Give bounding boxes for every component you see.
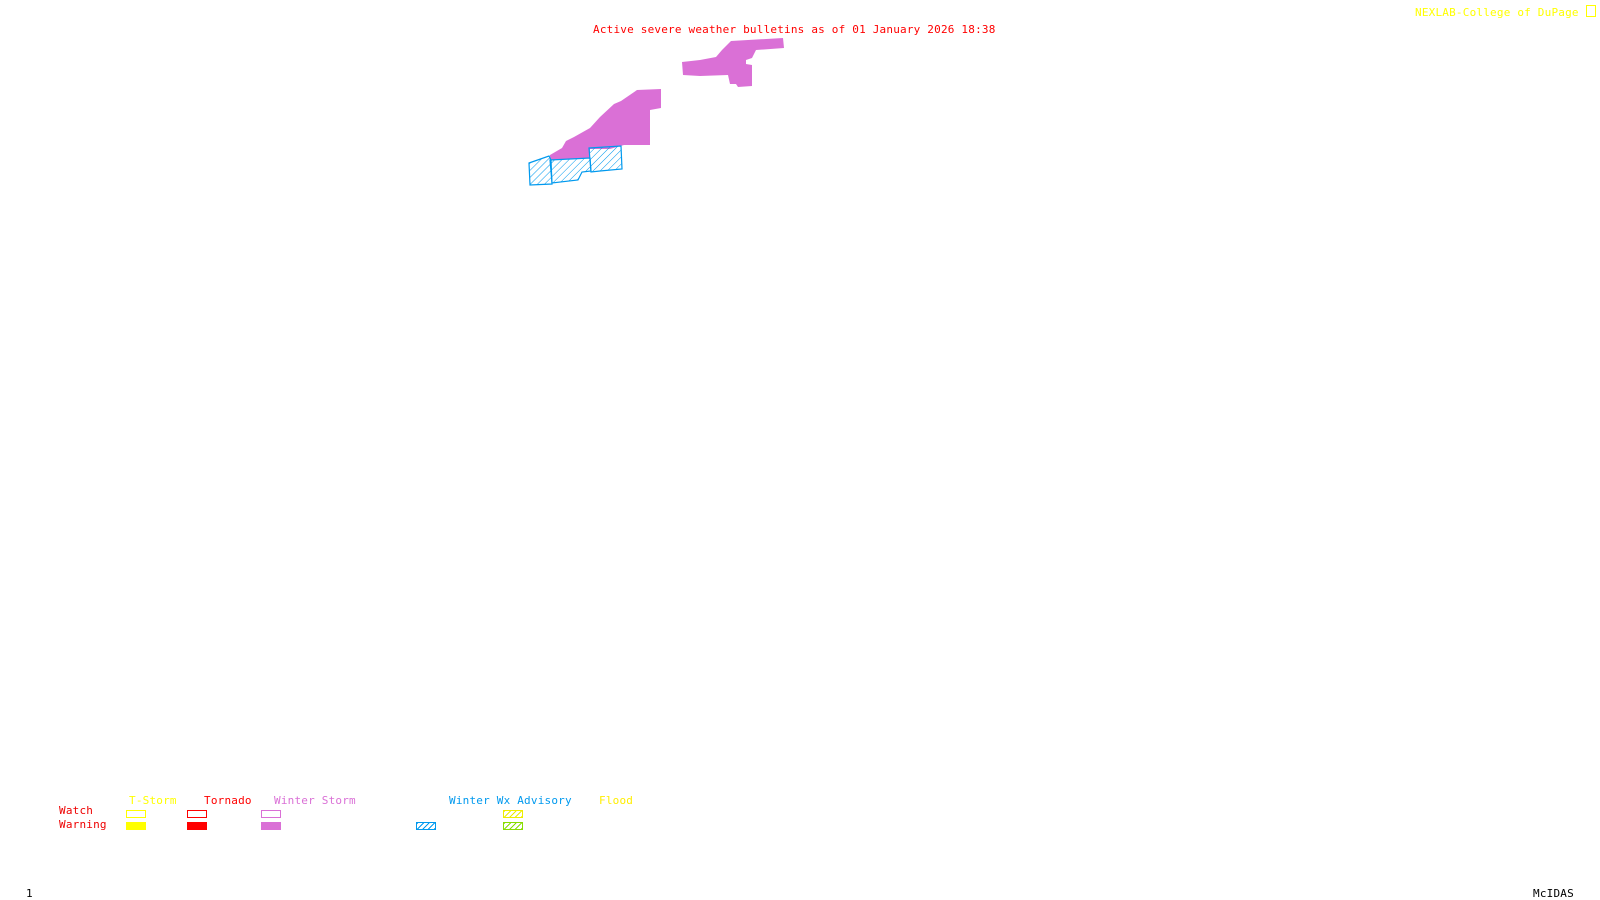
winter-wx-advisory-region[interactable]	[528, 155, 553, 186]
winter-wx-advisory-region[interactable]	[588, 145, 623, 173]
legend-tornado-warning-swatch	[187, 822, 207, 830]
legend-row-label-warning: Warning	[59, 818, 107, 831]
credit-text: NEXLAB-College of DuPage	[1415, 6, 1579, 19]
nexlab-logo-icon	[1585, 5, 1596, 17]
legend-label-tstorm: T-Storm	[129, 794, 177, 807]
legend-flood-warning-swatch	[503, 822, 523, 830]
legend-label-winter-wx-advisory: Winter Wx Advisory	[449, 794, 572, 807]
legend-label-tornado: Tornado	[204, 794, 252, 807]
winter-storm-warning-region[interactable]	[550, 89, 661, 160]
credit-label: NEXLAB-College of DuPage	[1415, 5, 1596, 19]
legend-winter-wx-advisory-warning-swatch	[416, 822, 436, 830]
legend-tstorm-warning-swatch	[126, 822, 146, 830]
winter-storm-warning-region[interactable]	[682, 38, 784, 87]
legend-winter-storm-watch-swatch	[261, 810, 281, 818]
legend-tornado-watch-swatch	[187, 810, 207, 818]
legend-label-winter-storm: Winter Storm	[274, 794, 356, 807]
legend-flood-watch-swatch	[503, 810, 523, 818]
legend-row-label-watch: Watch	[59, 804, 94, 817]
frame-number: 1	[26, 887, 33, 900]
software-label: McIDAS	[1533, 887, 1574, 900]
page-title: Active severe weather bulletins as of 01…	[593, 23, 996, 36]
legend-tstorm-watch-swatch	[126, 810, 146, 818]
legend-winter-storm-warning-swatch	[261, 822, 281, 830]
winter-wx-advisory-region[interactable]	[549, 157, 592, 184]
legend-label-flood: Flood	[599, 794, 634, 807]
